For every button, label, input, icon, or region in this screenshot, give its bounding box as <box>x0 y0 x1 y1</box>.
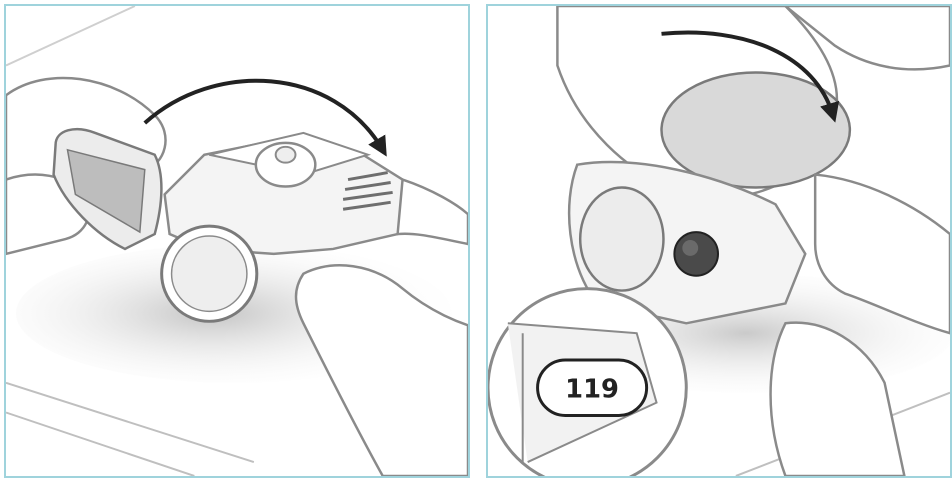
right-hand-finger <box>398 180 468 244</box>
table-edge-line <box>6 413 194 476</box>
dose-button <box>674 232 718 276</box>
inhaler-knob-center <box>276 147 296 163</box>
dose-button-highlight <box>682 240 698 256</box>
table-edge-line <box>6 383 254 462</box>
inhaler-dial <box>580 187 663 290</box>
background-line <box>6 6 135 65</box>
inhaler-dial-inner <box>172 236 247 311</box>
rotation-arrow <box>145 81 383 150</box>
step-panel-open-cover <box>4 4 470 478</box>
step-panel-press-and-close: 119 <box>486 4 952 478</box>
open-cover-drawing <box>6 6 468 476</box>
press-and-close-drawing: 119 <box>488 6 950 476</box>
dose-counter-value: 119 <box>565 375 619 405</box>
